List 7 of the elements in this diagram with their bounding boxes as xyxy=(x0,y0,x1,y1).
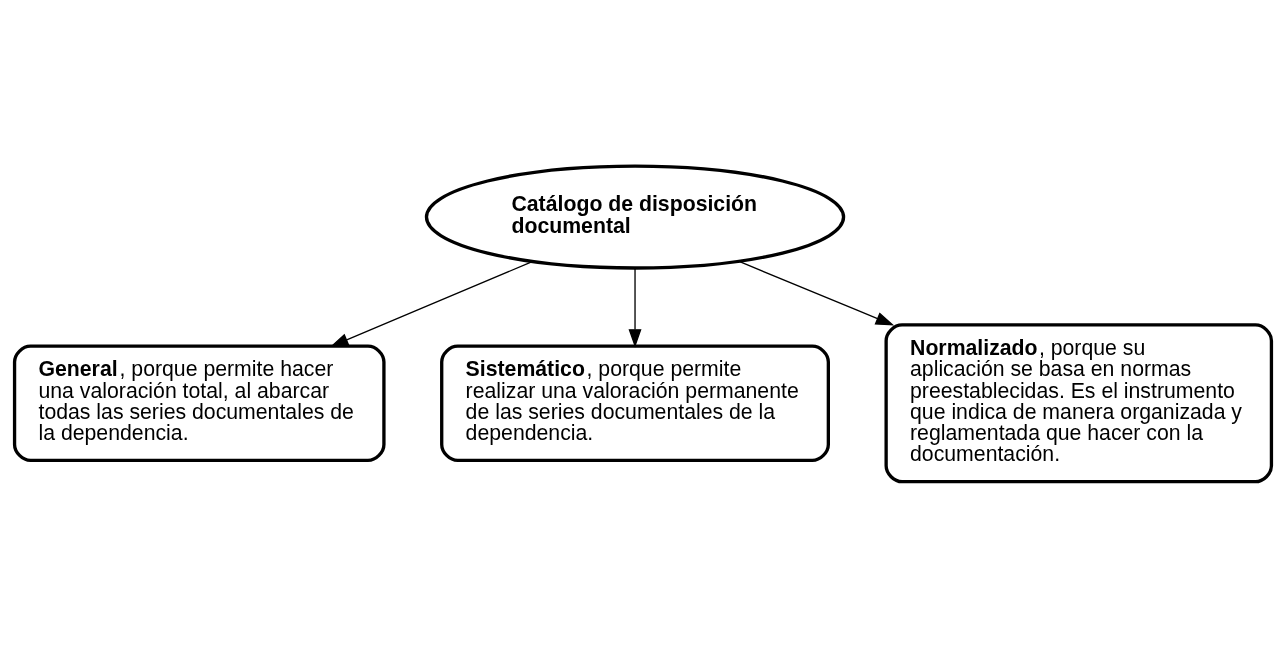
node-box: General, porque permite hacer una valoración total, al abarcar todas las series documentales de la dependencia. xyxy=(12,344,386,463)
node-box: Normalizado, porque su aplicación se basa en normas preestablecidas. Es el instrumento que indica de manera organizada y reglamentada que hacer con la documentación. xyxy=(884,323,1274,484)
arrow xyxy=(628,267,642,348)
arrow xyxy=(329,260,534,347)
arrow xyxy=(737,260,895,326)
node-ellipse: Catálogo de disposición documental xyxy=(424,164,846,270)
node-box: Sistemático, porque permite realizar una valoración permanente de las series documentales de la dependencia. xyxy=(440,344,830,463)
